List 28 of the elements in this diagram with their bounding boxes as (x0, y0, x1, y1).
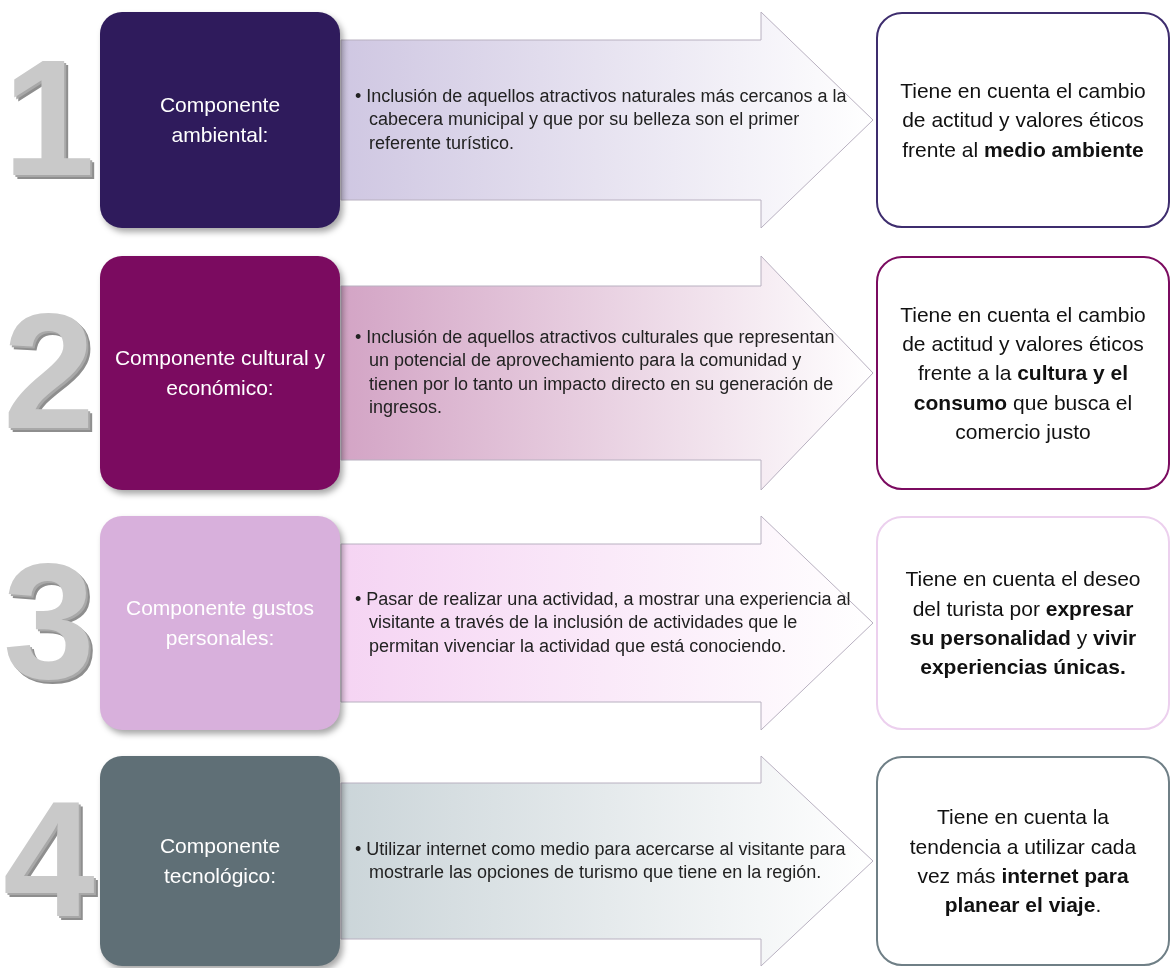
step-number: 3 (3, 539, 95, 704)
component-label: Componente ambiental: (158, 91, 282, 148)
arrow-shape (341, 516, 873, 730)
component-label: Componente gustos personales: (125, 594, 315, 651)
result-text: Tiene en cuenta el deseo del turista por expresar su personalidad y vivir experiencias únicas. (904, 566, 1142, 681)
result-text: Tiene en cuenta el cambio de actitud y valores éticos frente a la cultura y el consumo que busca el comercio justo (899, 301, 1147, 446)
bullet-text: • Inclusión de aquellos atractivos naturales más cercanos a la cabecera municipal y que por su belleza son el primer referente turístico. (355, 84, 848, 155)
component-label: Componente tecnológico: (158, 832, 282, 889)
bullet-text: • Inclusión de aquellos atractivos culturales que representan un potencial de aprovechamiento para la comunidad y tienen por lo tanto un impacto directo en su generación de ingresos. (355, 326, 836, 420)
component-box (100, 756, 340, 966)
component-label: Componente cultural y económico: (113, 344, 327, 401)
component-box (100, 12, 340, 228)
result-box (876, 756, 1170, 966)
bullet-text: • Utilizar internet como medio para acercarse al visitante para mostrarle las opciones de turismo que tiene en la región. (355, 837, 847, 884)
arrow-shape (341, 756, 873, 966)
result-box (876, 516, 1170, 730)
arrow-shape (341, 256, 873, 490)
result-box (876, 256, 1170, 490)
result-box (876, 12, 1170, 228)
result-text: Tiene en cuenta el cambio de actitud y valores éticos frente al medio ambiente (899, 77, 1147, 163)
bullet-text: • Pasar de realizar una actividad, a mostrar una experiencia al visitante a través de la inclusión de actividades que le permitan vivenciar la actividad que está conociendo. (355, 587, 852, 658)
arrow-shape (341, 12, 873, 228)
component-box (100, 516, 340, 730)
result-text: Tiene en cuenta la tendencia a utilizar cada vez más internet para planear el viaje. (908, 804, 1138, 919)
step-number: 1 (3, 36, 95, 201)
step-number: 2 (3, 289, 95, 454)
step-number: 4 (3, 777, 95, 942)
component-box (100, 256, 340, 490)
